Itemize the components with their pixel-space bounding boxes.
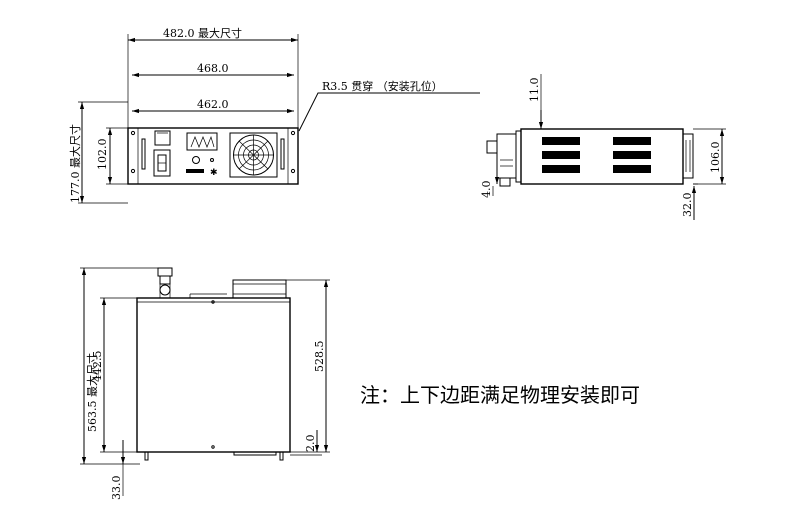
label-body-depth: 442.5 [91,351,104,383]
label-left-offset: 4.0 [480,181,493,199]
top-fan-housing [232,279,287,299]
foot-left [144,451,149,461]
top-view: 563.5 最大尺寸 442.5 528.5 2.0 33.0 [80,267,330,501]
control-knob [192,156,200,164]
installation-note: 注：上下边距满足物理安装即可 [360,383,640,407]
label-mount-width: 468.0 [197,62,229,75]
hole-leader [298,92,480,132]
front-view: 482.0 最大尺寸 468.0 462.0 R3.5 贯穿 （安装孔位） [68,26,480,204]
fan-frame [229,132,278,178]
side-connector [496,133,517,179]
mount-hole-br [290,168,296,174]
display-window [154,130,171,146]
mount-hole-tl [130,130,136,136]
label-overall-height: 177.0 最大尺寸 [68,124,82,203]
label-side-height: 106.0 [709,142,722,174]
mount-hole-tr [290,130,296,136]
front-panel [127,127,299,185]
rear-handle [682,133,694,179]
label-mount-height: 102.0 [96,139,109,171]
label-foot-offset: 33.0 [110,476,123,501]
label-top-offset: 11.0 [528,78,541,103]
label-case-depth: 528.5 [313,341,326,373]
meter-window [186,132,218,151]
top-body [136,297,291,453]
vent-grilles [542,137,651,173]
mount-hole-bl [130,168,136,174]
foot-right [279,451,284,461]
label-body-width: 462.0 [197,98,229,111]
top-connector [157,267,173,277]
side-view: 11.0 4.0 106.0 32.0 [480,74,726,220]
label-overall-depth: 563.5 最大尺寸 [85,353,99,432]
label-bottom-offset: 32.0 [681,193,694,218]
label-hole-note: R3.5 贯穿 （安装孔位） [322,79,443,93]
label-overall-width: 482.0 最大尺寸 [163,26,242,40]
label-rear-offset: 2.0 [304,435,317,453]
power-switch [153,149,171,177]
brand-label [186,169,204,173]
star-icon: ✱ [210,168,218,178]
